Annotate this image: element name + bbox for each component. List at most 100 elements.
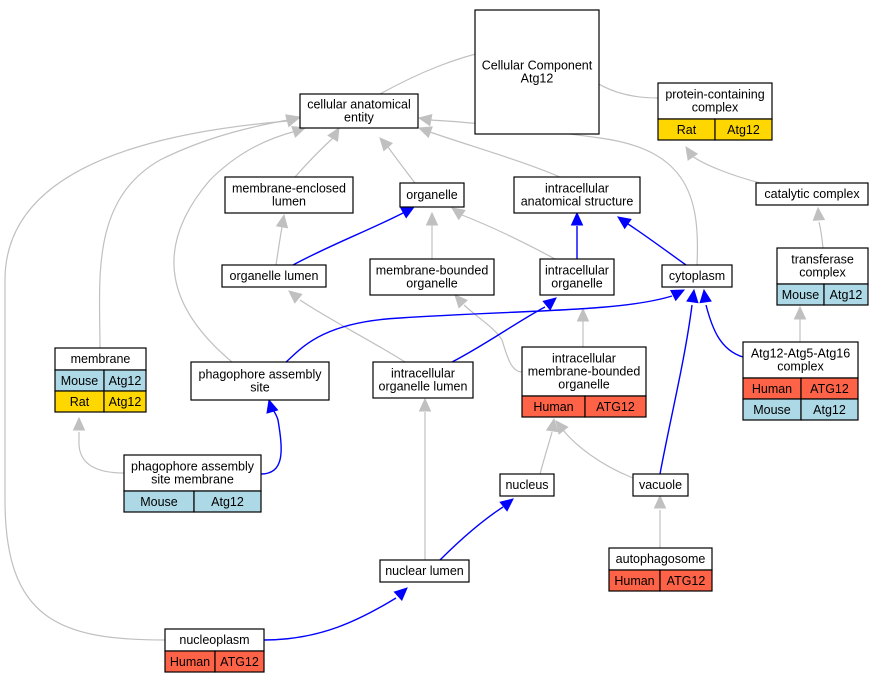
gene-cell bbox=[800, 398, 859, 421]
node-label: complex bbox=[799, 266, 846, 280]
node-label: organelle bbox=[551, 277, 602, 291]
edge-line bbox=[275, 226, 283, 266]
node-label: organelle lumen bbox=[230, 269, 319, 283]
node-label: phagophore assembly bbox=[199, 368, 323, 382]
node-title-box bbox=[539, 258, 615, 296]
edge-nuclear-lumen-to-nucleus bbox=[439, 498, 514, 561]
edge-line bbox=[78, 432, 125, 474]
arrowhead bbox=[617, 216, 632, 230]
node-label: Atg12-Atg5-Atg16 bbox=[751, 347, 850, 361]
node-title-box bbox=[369, 258, 495, 296]
node-label: cellular anatomical bbox=[307, 98, 411, 112]
edge-line bbox=[299, 299, 406, 363]
edge-nucleoplasm-to-nuclear-lumen bbox=[263, 587, 408, 641]
node-label: organelle bbox=[558, 378, 609, 392]
edge-line bbox=[429, 131, 561, 178]
node-label: nucleoplasm bbox=[179, 633, 249, 647]
arrowhead bbox=[393, 587, 408, 602]
node-label: organelle lumen bbox=[379, 380, 468, 394]
arrowhead bbox=[418, 397, 432, 412]
arrowhead bbox=[545, 417, 559, 433]
node-label: complex bbox=[777, 360, 824, 374]
node-label: membrane-bounded bbox=[528, 365, 641, 379]
edge-line bbox=[818, 221, 824, 249]
species-label: Human bbox=[170, 655, 210, 669]
edge-atg-to-cytoplasm bbox=[699, 288, 744, 358]
arrowhead bbox=[400, 206, 416, 219]
node-organelle-lumen[interactable]: organelle lumen bbox=[221, 264, 327, 288]
node-label: intracellular bbox=[552, 352, 616, 366]
edge-line bbox=[292, 211, 406, 266]
node-label: cytoplasm bbox=[669, 269, 725, 283]
arrowhead bbox=[266, 398, 279, 414]
arrowhead bbox=[685, 146, 699, 161]
node-title-box bbox=[224, 176, 354, 214]
node-title-box bbox=[474, 9, 600, 135]
graph-edges bbox=[4, 43, 826, 641]
edge-atg-to-transferase bbox=[793, 305, 807, 342]
node-label: membrane bbox=[71, 352, 131, 366]
species-label: Human bbox=[533, 400, 573, 414]
edge-line bbox=[173, 130, 297, 363]
node-title-box bbox=[657, 82, 773, 120]
node-label: protein-containing bbox=[665, 88, 764, 102]
edge-catalytic-to-pcc bbox=[685, 146, 761, 184]
species-label: Mouse bbox=[140, 495, 178, 509]
node-title-box bbox=[513, 176, 641, 214]
arrowhead bbox=[454, 294, 469, 309]
node-label: organelle bbox=[406, 188, 457, 202]
node-label: complex bbox=[692, 101, 739, 115]
edge-autophagosome-to-vacuole bbox=[653, 494, 667, 548]
edge-organelle-to-cae bbox=[379, 137, 416, 184]
arrowhead bbox=[72, 416, 86, 431]
node-label: Cellular Component bbox=[482, 59, 593, 73]
node-title-box bbox=[299, 93, 419, 129]
node-catalytic[interactable]: catalytic complex bbox=[755, 182, 869, 206]
arrowhead bbox=[686, 288, 699, 304]
gene-cell bbox=[584, 395, 647, 418]
node-vacuole[interactable]: vacuole bbox=[632, 473, 689, 497]
node-title-box bbox=[379, 559, 470, 583]
edge-line bbox=[461, 214, 556, 260]
node-nucleus[interactable]: nucleus bbox=[499, 473, 555, 497]
gene-label: Atg12 bbox=[727, 123, 760, 137]
node-imbo[interactable]: intracellularmembrane-boundedorganelleHu… bbox=[521, 346, 647, 418]
arrowhead bbox=[451, 207, 466, 221]
node-title-box bbox=[499, 473, 555, 497]
node-organelle[interactable]: organelle bbox=[399, 182, 465, 208]
node-label: lumen bbox=[272, 195, 306, 209]
gene-label: Atg12 bbox=[109, 374, 142, 388]
edge-imbo-to-io bbox=[576, 307, 590, 347]
gene-cell bbox=[103, 390, 147, 413]
node-label: site membrane bbox=[151, 473, 234, 487]
edge-line bbox=[539, 431, 553, 475]
node-cytoplasm[interactable]: cytoplasm bbox=[661, 264, 733, 288]
species-label: Human bbox=[614, 574, 654, 588]
node-nuclear-lumen[interactable]: nuclear lumen bbox=[379, 559, 470, 583]
arrowhead bbox=[653, 494, 667, 509]
gene-cell bbox=[659, 569, 713, 592]
edge-transferase-to-catalytic bbox=[812, 206, 826, 249]
edge-line bbox=[451, 306, 546, 363]
node-label: intracellular bbox=[545, 264, 609, 278]
edge-line bbox=[562, 429, 634, 479]
